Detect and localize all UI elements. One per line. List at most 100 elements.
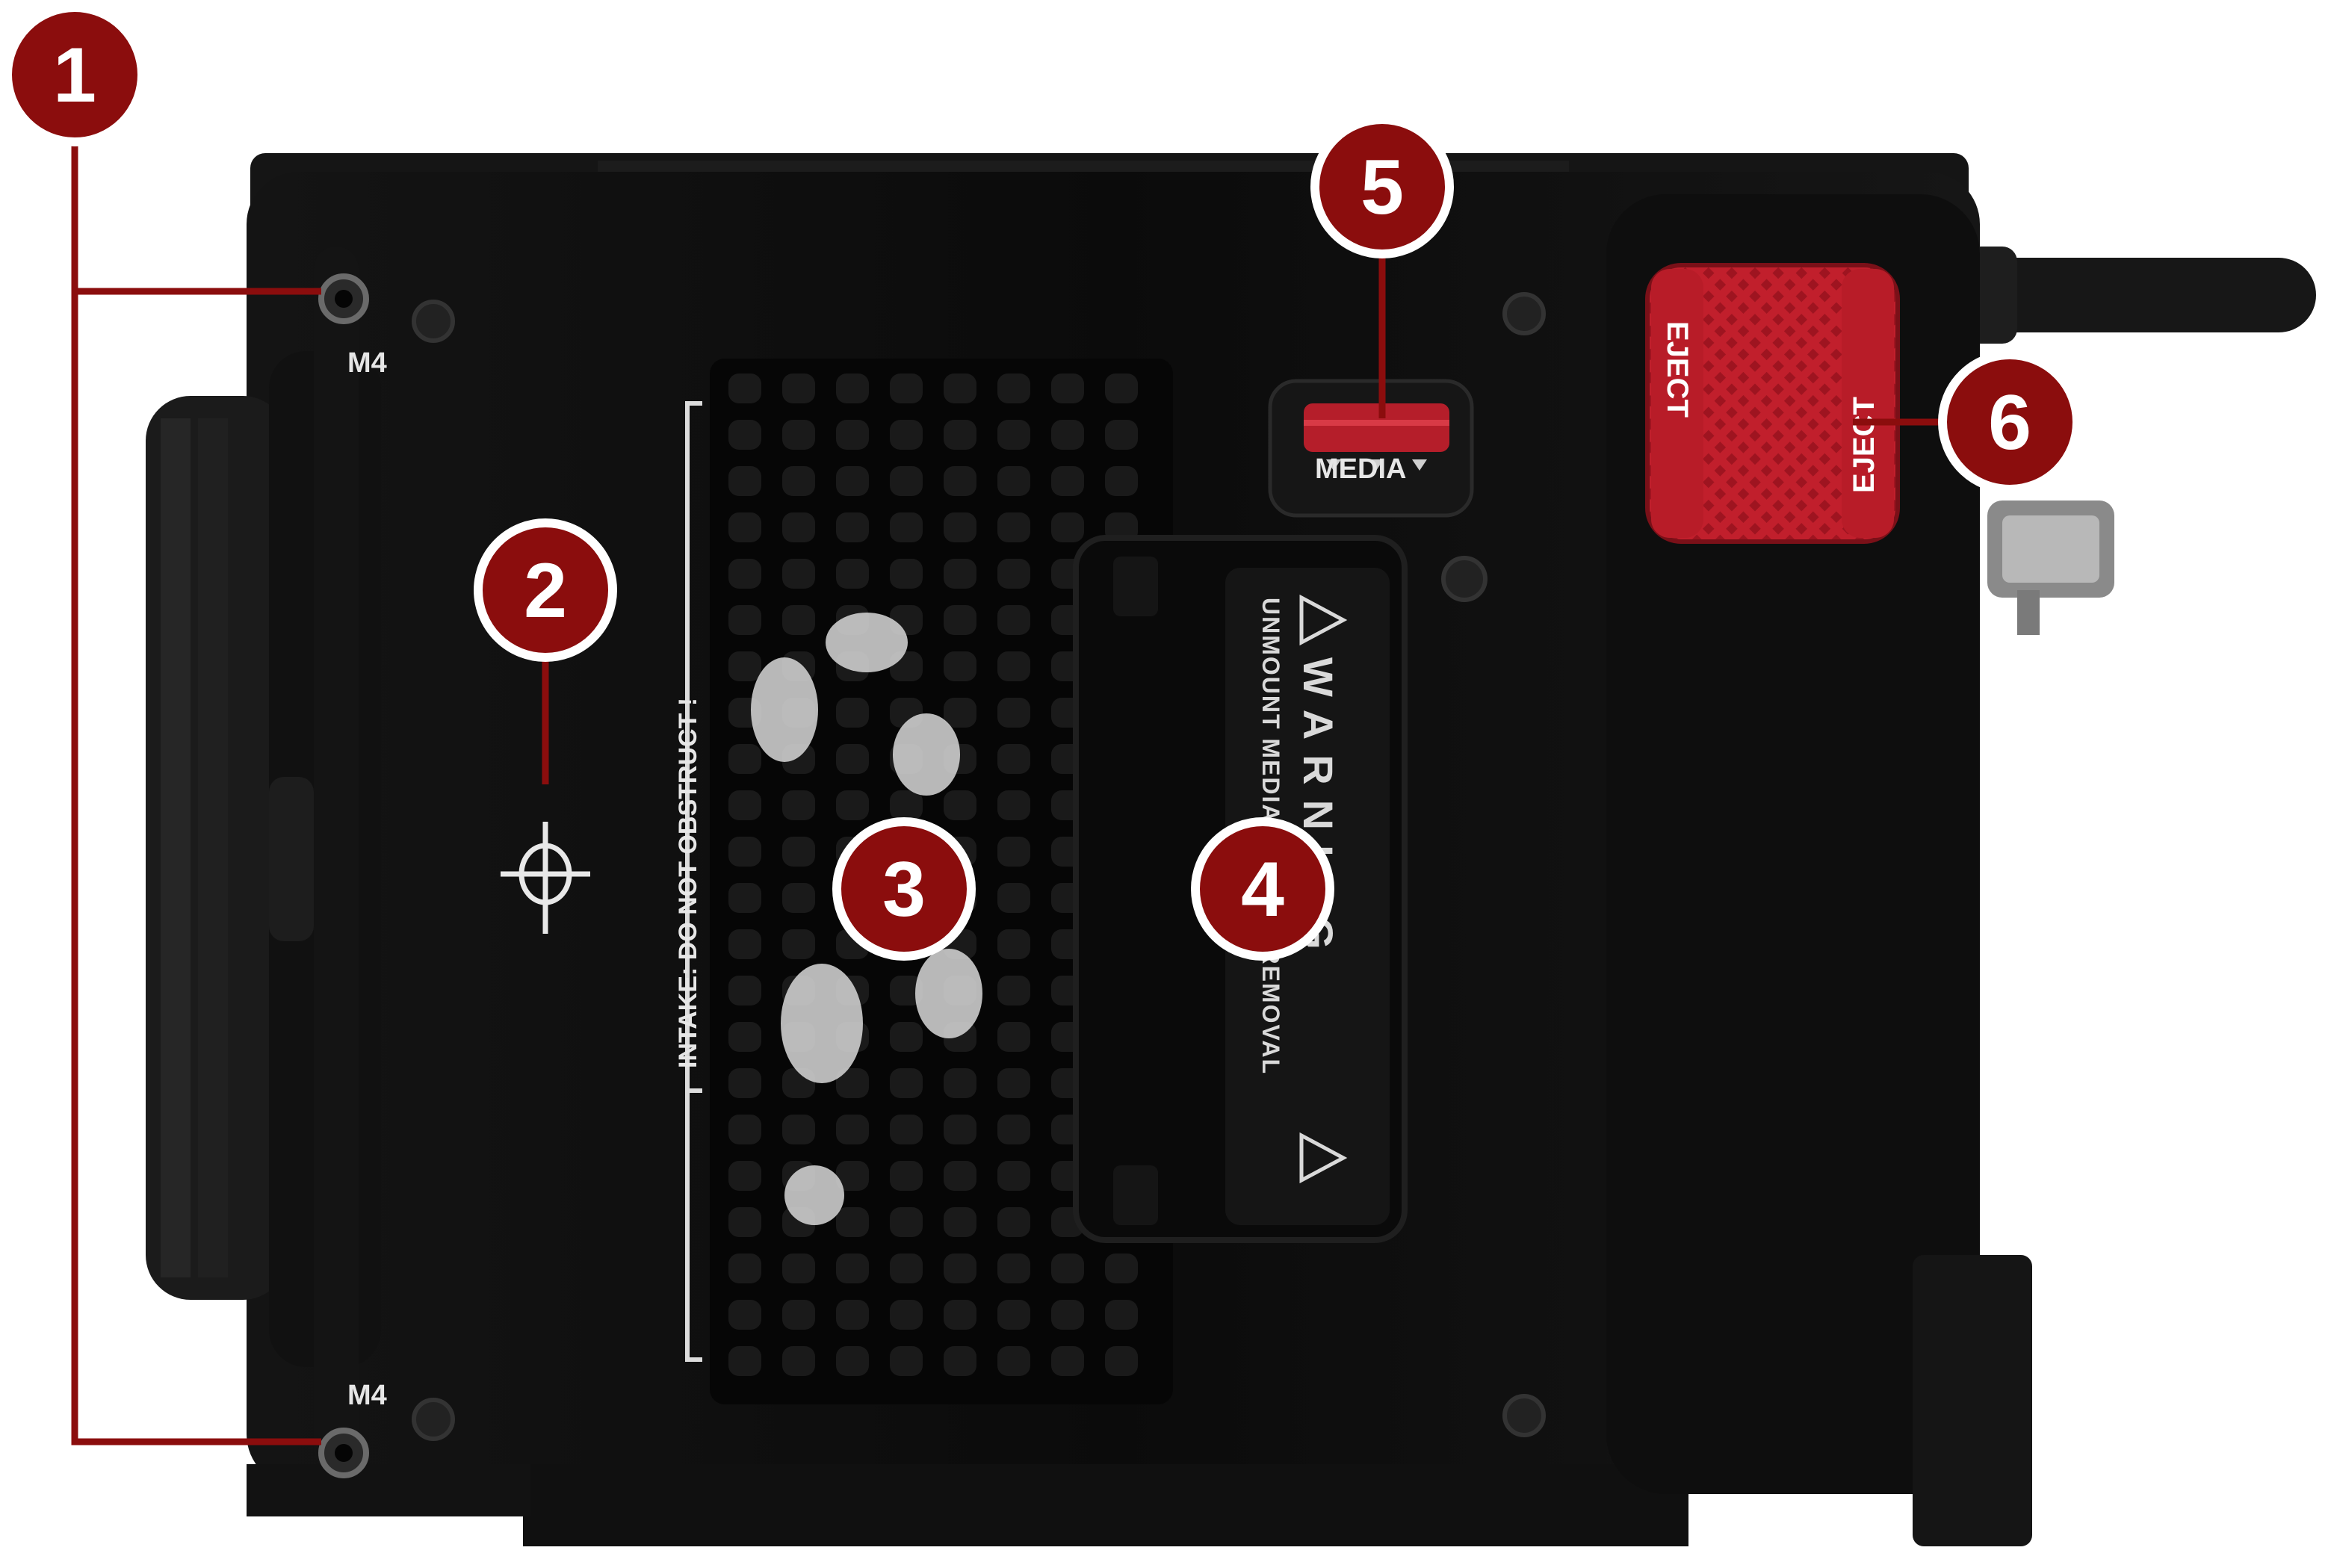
- vent-slot: [997, 374, 1030, 403]
- vent-slot: [997, 929, 1030, 959]
- vent-slot: [890, 1115, 923, 1144]
- vent-slot: [944, 1254, 976, 1283]
- vent-slot: [997, 698, 1030, 728]
- vent-slot: [728, 1068, 761, 1098]
- vent-slot: [782, 374, 815, 403]
- vent-slot: [836, 1115, 869, 1144]
- vent-slot: [890, 512, 923, 542]
- vent-slot: [1051, 1254, 1084, 1283]
- vent-slot: [836, 420, 869, 450]
- vent-slot: [890, 790, 923, 820]
- vent-slot: [944, 605, 976, 635]
- vent-slot: [1051, 466, 1084, 496]
- vent-slot: [728, 790, 761, 820]
- vent-slot: [1051, 1300, 1084, 1330]
- sensor-plane-mark-icon: [501, 822, 590, 934]
- media-button[interactable]: [1268, 379, 1474, 518]
- vent-slot: [944, 512, 976, 542]
- vent-slot: [782, 790, 815, 820]
- vent-slot: [782, 929, 815, 959]
- vent-slot: [944, 1068, 976, 1098]
- vent-slot: [890, 1207, 923, 1237]
- vent-slot: [890, 420, 923, 450]
- vent-slot: [728, 929, 761, 959]
- vent-slot: [836, 1161, 869, 1191]
- vent-slot: [728, 651, 761, 681]
- vent-slot: [728, 512, 761, 542]
- warning-icon-top: [1299, 594, 1348, 646]
- eject-button[interactable]: [1645, 263, 1900, 544]
- vent-slot: [890, 1022, 923, 1052]
- vent-slot: [782, 1115, 815, 1144]
- vent-slot: [782, 883, 815, 913]
- callout-6: 6: [1938, 350, 2081, 494]
- vent-slot: [997, 1254, 1030, 1283]
- vent-slot: [997, 651, 1030, 681]
- vent-slot: [944, 1346, 976, 1376]
- vent-slot: [997, 744, 1030, 774]
- vent-slot: [997, 1161, 1030, 1191]
- vent-slot: [1051, 420, 1084, 450]
- vent-slot: [728, 1022, 761, 1052]
- vent-slot: [782, 605, 815, 635]
- intake-bracket: [685, 401, 702, 1362]
- warning-icon-bottom: [1299, 1132, 1348, 1184]
- vent-slot: [1105, 466, 1138, 496]
- vent-slot: [728, 744, 761, 774]
- svg-text:5: 5: [1360, 144, 1404, 231]
- vent-slot: [728, 374, 761, 403]
- screws: [412, 292, 1546, 1441]
- svg-text:6: 6: [1988, 379, 2031, 466]
- eject-label-left: EJECT: [1661, 321, 1694, 418]
- vent-slot: [728, 1300, 761, 1330]
- vent-slot: [836, 1254, 869, 1283]
- vent-slot: [944, 651, 976, 681]
- vent-slot: [944, 1115, 976, 1144]
- eject-label-right: EJECT: [1848, 397, 1880, 493]
- antenna: [1957, 247, 2316, 344]
- vent-slot: [836, 1207, 869, 1237]
- vent-slot: [728, 1161, 761, 1191]
- side-panel-edge: [314, 247, 359, 1472]
- vent-slot: [997, 1300, 1030, 1330]
- callout-1: 1: [3, 3, 146, 146]
- vent-slot: [944, 1161, 976, 1191]
- vent-slot: [944, 559, 976, 589]
- vent-slot: [782, 512, 815, 542]
- vent-slot: [836, 698, 869, 728]
- bnc-connector: [1987, 501, 2114, 635]
- vent-slot: [997, 790, 1030, 820]
- vent-slot: [944, 420, 976, 450]
- vent-slot: [782, 1300, 815, 1330]
- vent-slot: [997, 1207, 1030, 1237]
- vent-slot: [997, 559, 1030, 589]
- vent-slot: [890, 374, 923, 403]
- vent-slot: [944, 1207, 976, 1237]
- leader-line-1: [71, 105, 321, 1445]
- vent-slot: [782, 466, 815, 496]
- vent-slot: [836, 466, 869, 496]
- vent-slot: [728, 605, 761, 635]
- vent-slot: [728, 1207, 761, 1237]
- vent-slot: [997, 512, 1030, 542]
- vent-slot: [728, 466, 761, 496]
- callout-5: 5: [1310, 115, 1454, 258]
- vent-slot: [997, 466, 1030, 496]
- vent-slot: [782, 837, 815, 867]
- vent-slot: [890, 976, 923, 1005]
- vent-slot: [728, 420, 761, 450]
- vent-slot: [944, 1300, 976, 1330]
- vent-slot: [836, 1346, 869, 1376]
- vent-slot: [728, 1346, 761, 1376]
- vent-slot: [836, 1068, 869, 1098]
- callout-2: 2: [474, 518, 617, 662]
- vent-slot: [890, 1300, 923, 1330]
- vent-slot: [1105, 420, 1138, 450]
- vent-slot: [997, 1068, 1030, 1098]
- vent-slot: [890, 1346, 923, 1376]
- vent-slot: [890, 466, 923, 496]
- vent-slot: [728, 559, 761, 589]
- vent-slot: [728, 883, 761, 913]
- vent-slot: [890, 559, 923, 589]
- vent-slot: [728, 1254, 761, 1283]
